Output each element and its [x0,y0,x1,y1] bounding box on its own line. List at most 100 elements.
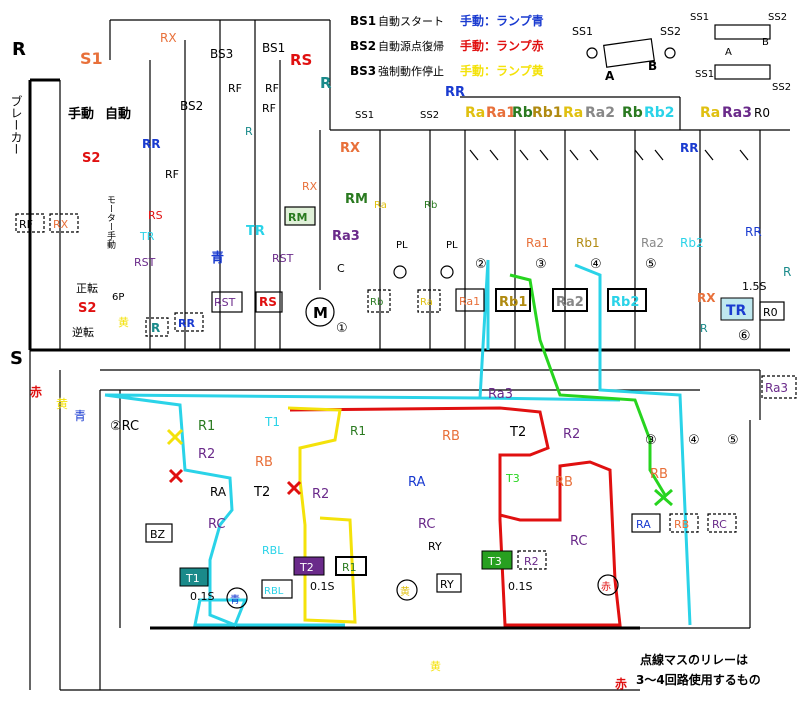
relay-r0: R0 [754,106,770,120]
lamp-red-text: 赤 [601,581,611,593]
box-rr [174,312,204,332]
green-path [509,273,667,496]
sw2-b: B [762,37,769,48]
box-r1 [335,556,367,576]
relay-ra2: Ra2 [585,105,615,121]
low-rb-3: RB [555,475,573,490]
label-c: C [337,262,345,275]
low-ra: RA [210,485,227,499]
pl-lamp-2 [440,265,454,279]
low-01s-1: 0.1S [190,590,214,603]
note-line1: 点線マスのリレーは [640,652,748,667]
legend-bs2: BS2 [350,39,376,53]
low-yellow-2: 黄 [430,659,441,673]
mid-ra1: Ra1 [526,236,549,250]
sw-ss1: SS1 [572,25,593,38]
label-ra-sw: Ra [374,200,387,211]
box-tr-text: TR [726,303,747,319]
legend-bs2-text: 自動源点復帰 [378,39,444,53]
relay-contacts-row [469,149,749,161]
box-rs [255,291,283,313]
label-rev: 逆転 [72,325,94,339]
box-rb2-text: Rb2 [611,295,639,310]
box-ra2 [552,288,588,312]
label-rs-top: RS [290,51,312,69]
low-c4: ④ [688,433,700,448]
box-rf [15,213,45,233]
breaker-label: ブレーカー [9,94,23,155]
box-rx-text: RX [53,218,69,231]
label-rf-2: RF [265,82,279,95]
box-ra1 [455,288,485,312]
sw-bar [603,38,655,68]
mid-rb2: Rb2 [680,236,704,250]
label-rs-2: RS [148,209,163,222]
box-ra [631,513,661,533]
low-ry: RY [428,540,442,553]
motor-circle [305,297,335,327]
lamp-blue-text: 青 [230,593,240,606]
mid-rb1: Rb1 [576,236,600,250]
relay-ra-3: Ra [700,105,720,121]
box-ra2-text: Ra2 [556,295,584,310]
label-rst-1: RST [134,256,156,269]
box-rx [49,213,79,233]
box-ry-text: RY [440,578,454,591]
box-rm-text: RM [288,211,307,224]
relay-rb-1: Rb [512,105,533,121]
mid-r: R [783,265,791,279]
yellow-path [287,406,357,624]
top-left-labels: S1 手動 自動 RX BS3 BS2 BS1 RS R RF RF RR R … [68,31,465,339]
rail-s-label: S [10,348,23,369]
label-ss2: SS2 [420,110,439,121]
label-tr-1: TR [139,230,155,243]
box-bz [145,523,173,543]
low-ra-2: RA [408,475,426,490]
low-r1: R1 [198,419,215,434]
label-ss1: SS1 [355,110,374,121]
label-rx-3: RX [302,180,318,193]
low-rb-2: RB [442,429,460,444]
legend-manual-red: 手動：ランプ赤 [460,38,544,53]
box-rb1-text: Rb1 [499,295,527,310]
col-2: ② [475,257,487,272]
box-ra3-low [761,375,797,399]
box-rb2 [607,288,647,312]
label-motor-manual: モーター手動 [105,195,116,250]
motor-label: M [313,304,328,322]
label-rf-4: RF [165,168,179,181]
label-bs2: BS2 [180,99,203,113]
box-tr [720,297,754,321]
box-ra-lamp-text: Ra [420,297,433,308]
box-t1-text: T1 [185,572,200,585]
box-rm [284,206,316,226]
box-rs-text: RS [259,295,277,309]
low-blue: 青 [74,409,86,423]
label-s2-2: S2 [78,301,96,316]
cross-marks [166,428,673,507]
low-rb: RB [255,455,273,470]
label-r-top: R [320,74,332,92]
box-t2-text: T2 [299,561,314,574]
mid-ra2: Ra2 [641,236,664,250]
label-auto: 自動 [105,106,131,122]
legend-bs1: BS1 [350,14,376,28]
relay-rb1: Rb1 [532,105,563,121]
note-red: 赤 [615,676,627,691]
low-r2: R2 [198,447,215,462]
box-rb-low-text: RB [674,518,689,531]
low-ra3: Ra3 [488,387,513,402]
low-rc3: RC [418,517,435,532]
box-rb-lamp-text: Rb [370,297,383,308]
box-rc-low-text: RC [712,518,727,531]
low-rc2: RC [208,517,225,532]
low-r1-2: R1 [350,424,366,438]
mid-r2: R [700,322,708,335]
legend-bs3: BS3 [350,64,376,78]
sw2-ss2: SS2 [768,12,787,23]
sw3-bar [714,64,771,80]
box-rb-low [669,513,699,533]
lamp-yellow-text: 黄 [400,585,410,598]
label-rm: RM [345,192,368,207]
label-rf-3: RF [262,102,276,115]
